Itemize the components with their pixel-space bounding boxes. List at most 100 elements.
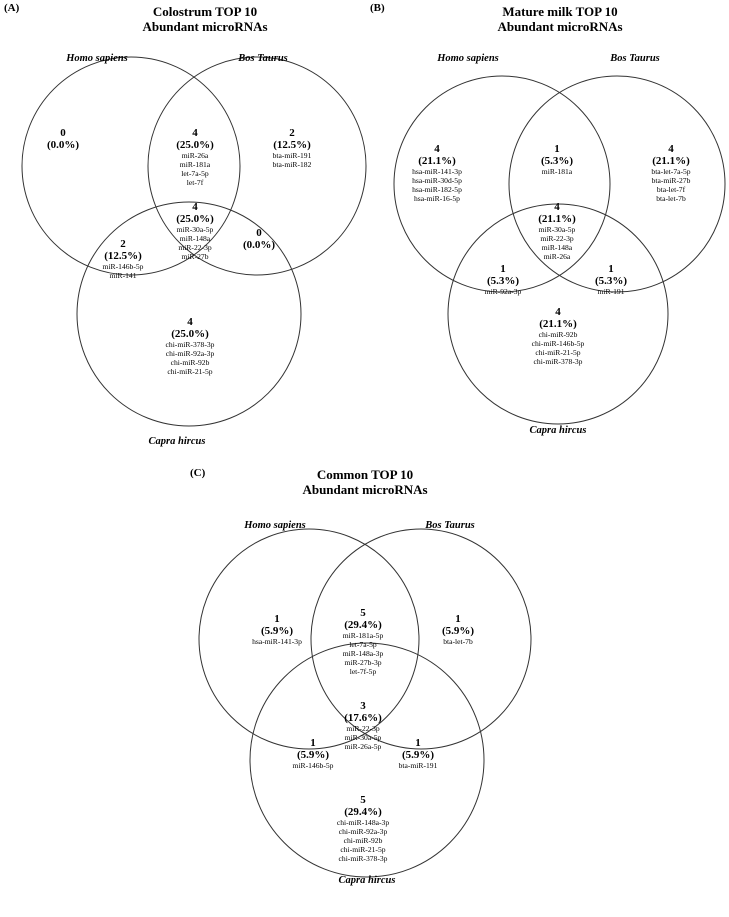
mirna-label: chi-miR-146b-5p [531,339,585,348]
panel-title-line2: Abundant microRNAs [497,19,623,34]
panel-letter: (C) [190,467,206,479]
circle-capra-hircus [249,642,485,878]
mirna-label: hsa-miR-141-3p [412,167,462,176]
mirna-label: miR-146b-5p [292,761,334,770]
region-percent: (12.5%) [273,139,311,151]
mirna-label: miR-27b-3p [344,658,382,667]
region-count: 1 [455,613,461,625]
region-percent: (25.0%) [176,213,214,225]
region-count: 4 [192,127,198,139]
region-count: 5 [360,607,366,619]
mirna-label: chi-miR-21-5p [340,845,386,854]
panel-title-line1: Common TOP 10 [316,467,414,482]
region-count: 4 [187,316,193,328]
region-percent: (5.9%) [296,749,330,761]
species-label-bos-taurus: Bos Taurus [238,53,288,64]
mirna-label: miR-30a-5p [538,225,576,234]
region-count: 1 [274,613,280,625]
venn-circles [198,528,532,878]
panel-title: Common TOP 10 Abundant microRNAs [240,467,490,497]
region-count: 4 [555,306,561,318]
mirna-label: hsa-miR-182-5p [412,185,462,194]
species-label-homo-sapiens: Homo sapiens [66,53,128,64]
panel-letter: (A) [4,2,20,14]
species-label-capra-hircus: Capra hircus [148,436,206,447]
mirna-label: let-7f-5p [349,667,377,676]
circle-capra-hircus [447,203,669,425]
mirna-label: chi-miR-92b [343,836,383,845]
circle-capra-hircus [76,201,302,427]
region-count: 1 [554,143,560,155]
region-percent: (21.1%) [418,155,456,167]
venn-panel-colostrum: (A) Colostrum TOP 10 Abundant microRNAs … [0,0,367,455]
panel-title: Colostrum TOP 10 Abundant microRNAs [80,4,330,34]
mirna-label: chi-miR-21-5p [167,367,213,376]
panel-title: Mature milk TOP 10 Abundant microRNAs [435,4,685,34]
mirna-label: miR-181a [179,160,211,169]
mirna-label: miR-148a [541,243,573,252]
region-homo-capra: 1(5.3%)miR-92a-3p [485,263,522,296]
region-count: 1 [310,737,316,749]
region-percent: (12.5%) [104,250,142,262]
mirna-label: miR-191 [597,287,625,296]
region-bos-capra: 1(5.9%)bta-miR-191 [399,737,438,770]
region-percent: (0.0%) [46,139,80,151]
species-label-bos-taurus: Bos Taurus [610,53,660,64]
circle-bos-taurus [147,56,367,276]
mirna-label: bta-miR-27b [651,176,691,185]
mirna-label: miR-22-3p [540,234,574,243]
mirna-label: miR-30a-5p [344,733,382,742]
region-percent: (5.9%) [441,625,475,637]
mirna-label: bta-let-7b [656,194,686,203]
venn-panel-mature-milk: (B) Mature milk TOP 10 Abundant microRNA… [365,0,729,455]
region-percent: (21.1%) [539,318,577,330]
panel-title-line2: Abundant microRNAs [142,19,268,34]
mirna-label: bta-miR-182 [272,160,312,169]
region-percent: (5.3%) [540,155,574,167]
region-bos-taurus-only: 1(5.9%)bta-let-7b [442,613,474,646]
circle-homo-sapiens [198,528,420,750]
mirna-label: miR-22-3p [346,724,380,733]
region-percent: (5.9%) [401,749,435,761]
region-percent: (17.6%) [344,712,382,724]
mirna-label: chi-miR-92a-3p [165,349,215,358]
region-percent: (0.0%) [242,239,276,251]
region-percent: (29.4%) [344,806,382,818]
species-label-capra-hircus: Capra hircus [529,425,587,436]
mirna-label: hsa-miR-30d-5p [412,176,462,185]
circle-bos-taurus [310,528,532,750]
mirna-label: hsa-miR-16-5p [414,194,460,203]
region-count: 1 [608,263,614,275]
mirna-label: chi-miR-378-3p [165,340,215,349]
region-count: 4 [192,201,198,213]
mirna-label: chi-miR-92a-3p [338,827,388,836]
mirna-label: chi-miR-378-3p [338,854,388,863]
mirna-label: miR-92a-3p [484,287,522,296]
mirna-label: let-7f [186,178,204,187]
mirna-label: miR-141 [109,271,137,280]
region-percent: (29.4%) [344,619,382,631]
region-count: 1 [415,737,421,749]
species-label-capra-hircus: Capra hircus [338,875,396,886]
mirna-label: bta-miR-191 [398,761,438,770]
region-percent: (25.0%) [176,139,214,151]
region-homo-sapiens-only: 0(0.0%) [47,127,79,151]
panel-title-line1: Colostrum TOP 10 [152,4,258,19]
region-percent: (5.3%) [486,275,520,287]
circle-homo-sapiens [393,75,611,293]
mirna-label: chi-miR-378-3p [533,357,583,366]
region-bos-capra: 0(0.0%) [243,227,275,251]
region-count: 3 [360,700,366,712]
mirna-label: miR-181a-5p [342,631,384,640]
mirna-label: miR-22-3p [178,243,212,252]
region-bos-capra: 1(5.3%)miR-191 [595,263,627,296]
region-percent: (21.1%) [652,155,690,167]
